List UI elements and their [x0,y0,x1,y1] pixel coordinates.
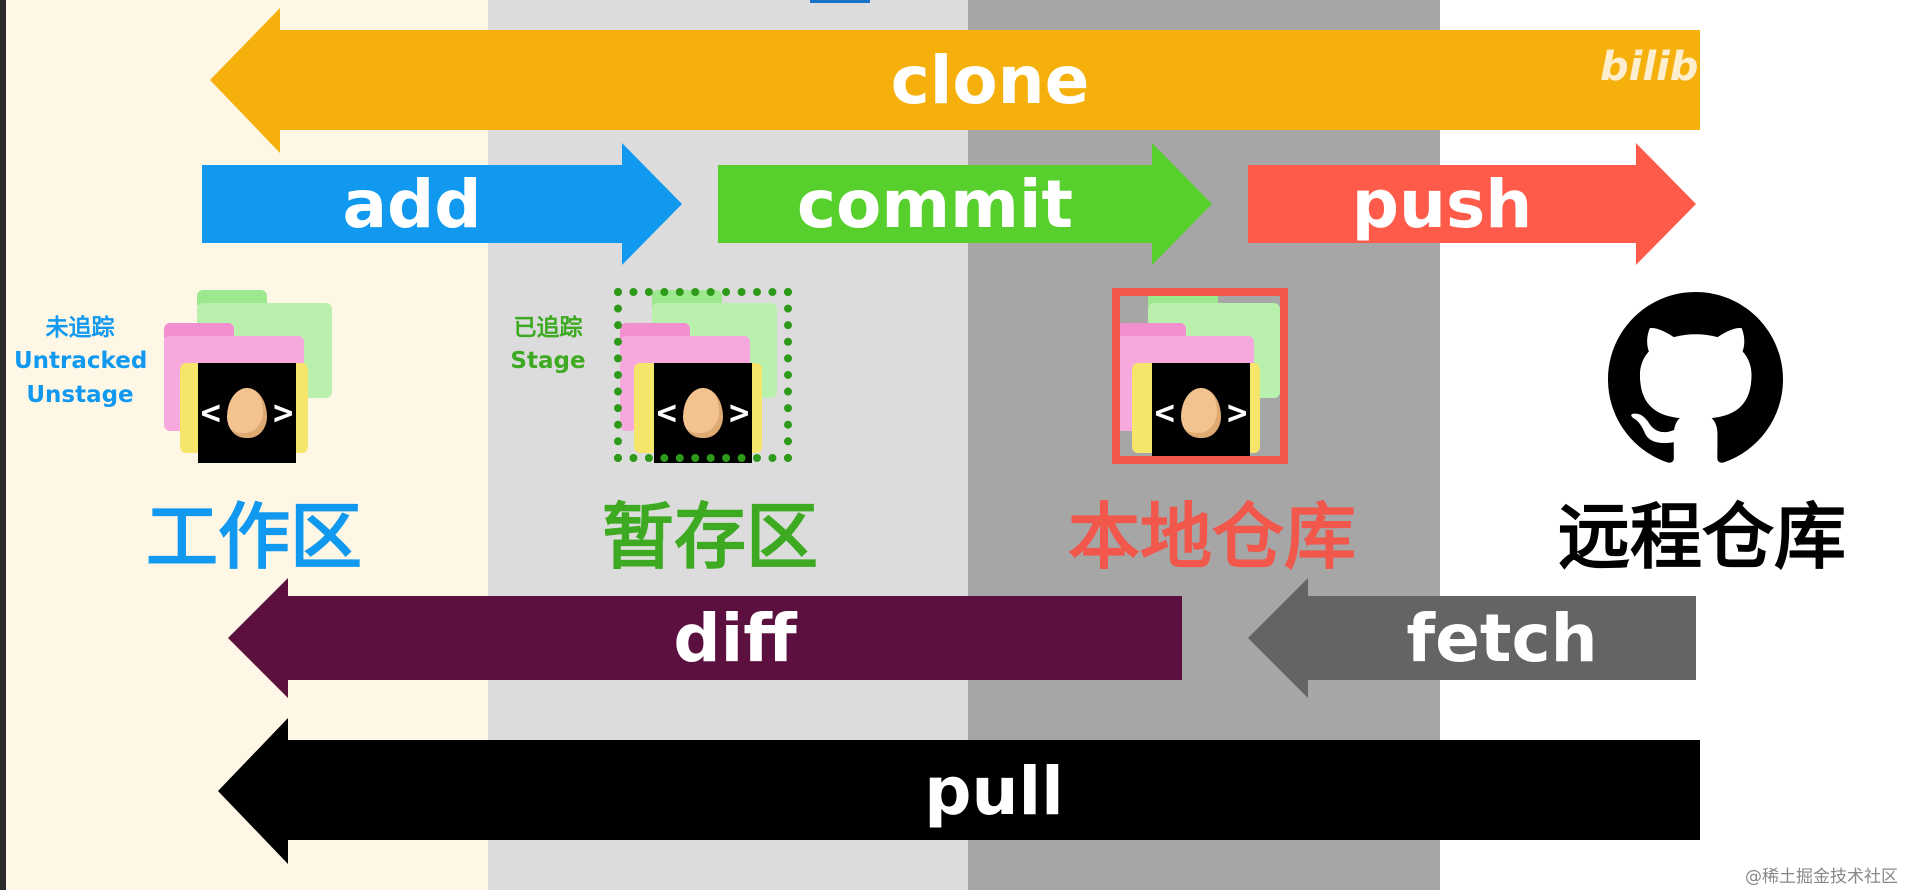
add-label: add [342,165,482,243]
push-arrow: push [1248,143,1696,265]
push-label: push [1351,165,1533,243]
top-blue-mark [810,0,870,3]
left-edge-bar [0,0,6,890]
exclusive-badge: 独家 [1770,48,1869,113]
workspace-tag-en1: Untracked [14,348,148,375]
folder-code-icon: <> [612,288,792,468]
github-octocat-icon [1608,292,1783,467]
bilibili-logo: bilibili [1600,44,1740,90]
commit-arrow: commit [718,143,1212,265]
workspace-title: 工作区 [146,495,363,579]
local-repo-red-outline [1112,288,1288,464]
stage-tracked-tag: 已追踪 Stage [500,312,596,379]
pull-arrow: pull [218,718,1700,864]
clone-arrow: clone [210,8,1700,153]
diff-label: diff [673,599,797,677]
clone-label: clone [890,42,1090,119]
workspace-tag-en2: Unstage [26,381,134,408]
commit-label: commit [796,165,1074,243]
stage-tag-en: Stage [510,348,586,375]
stage-tag-cn: 已追踪 [513,315,583,341]
diff-arrow: diff [228,578,1182,698]
folder-code-icon: <> [1112,288,1288,468]
fetch-arrow: fetch [1248,578,1696,698]
workspace-tag-cn: 未追踪 [45,315,115,341]
folder-code-icon: <> [162,288,337,468]
stage-dotted-outline [614,288,792,462]
pull-label: pull [924,752,1064,830]
stage-title: 暂存区 [602,495,819,579]
fetch-label: fetch [1406,599,1598,677]
site-credit: @稀土掘金技术社区 [1745,867,1898,887]
remote-repo-title: 远程仓库 [1558,495,1847,579]
local-repo-title: 本地仓库 [1068,495,1357,579]
add-arrow: add [202,143,682,265]
workspace-untracked-tag: 未追踪 Untracked Unstage [14,312,148,412]
